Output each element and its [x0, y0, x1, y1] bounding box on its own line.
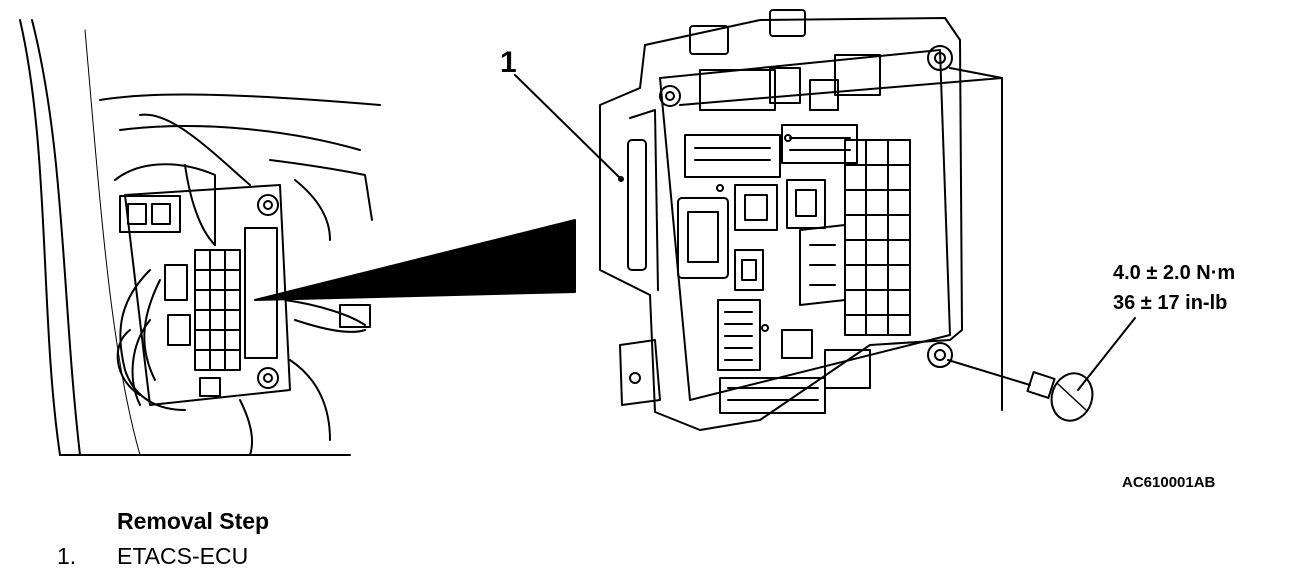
torque-spec-imperial: 36 ± 17 in-lb — [1113, 292, 1228, 314]
removal-step-name: ETACS-ECU — [117, 543, 249, 569]
view-leader-wedge — [254, 219, 576, 301]
callout-leader-line — [514, 74, 621, 179]
etacs-ecu-unit — [599, 9, 1003, 431]
torque-spec-metric: 4.0 ± 2.0 N·m — [1113, 262, 1236, 284]
vehicle-location-view — [19, 19, 381, 456]
mounting-bolt — [947, 359, 1094, 422]
removal-step-heading: Removal Step — [117, 508, 270, 534]
removal-step-number: 1. — [57, 543, 77, 569]
torque-leader-line — [1077, 317, 1136, 391]
figure-id: AC610001AB — [1122, 474, 1216, 491]
callout-number: 1 — [500, 46, 517, 79]
